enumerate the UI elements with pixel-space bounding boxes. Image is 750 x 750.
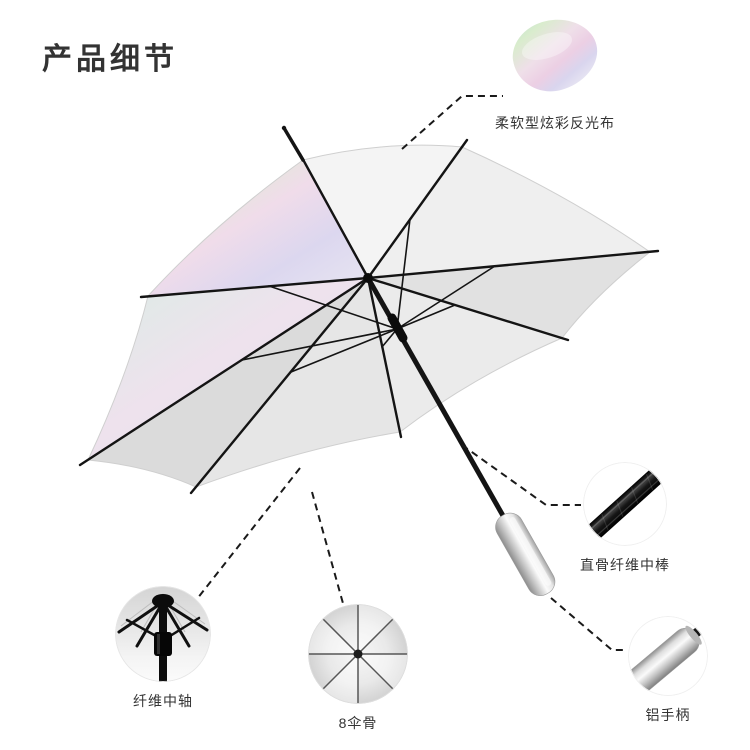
umbrella-canopy <box>87 144 651 488</box>
axis-detail-image <box>115 586 211 682</box>
callout-fabric: 柔软型炫彩反光布 <box>475 12 635 133</box>
pole-detail-image <box>583 462 667 546</box>
connector-axis <box>196 467 301 600</box>
callout-pole-label: 直骨纤维中棒 <box>580 557 670 573</box>
handle-detail-image <box>628 616 708 696</box>
connector-pole <box>461 444 581 506</box>
callout-ribs: 8伞骨 <box>283 604 433 733</box>
umbrella-hub <box>363 273 373 283</box>
callout-handle-label: 铝手柄 <box>645 707 691 723</box>
callout-ribs-label: 8伞骨 <box>338 715 378 731</box>
callout-axis: 纤维中轴 <box>83 586 243 711</box>
canopy-panels <box>88 145 650 487</box>
connector-fabric <box>401 95 503 150</box>
callout-fabric-label: 柔软型炫彩反光布 <box>495 115 615 131</box>
callout-pole: 直骨纤维中棒 <box>555 462 695 575</box>
ribs-detail-image <box>308 604 408 704</box>
umbrella-handle <box>495 512 556 597</box>
umbrella-runner <box>387 313 408 343</box>
fabric-swatch-image <box>507 12 603 104</box>
connector-ribs <box>311 491 345 608</box>
callout-connectors <box>196 95 626 651</box>
callout-handle: 铝手柄 <box>598 616 738 725</box>
umbrella-shaft <box>363 273 509 523</box>
callout-axis-label: 纤维中轴 <box>133 693 193 709</box>
connector-handle <box>550 597 626 651</box>
umbrella-ferrule <box>281 125 305 162</box>
umbrella-stretchers <box>241 218 496 373</box>
page-title: 产品细节 <box>42 43 178 76</box>
